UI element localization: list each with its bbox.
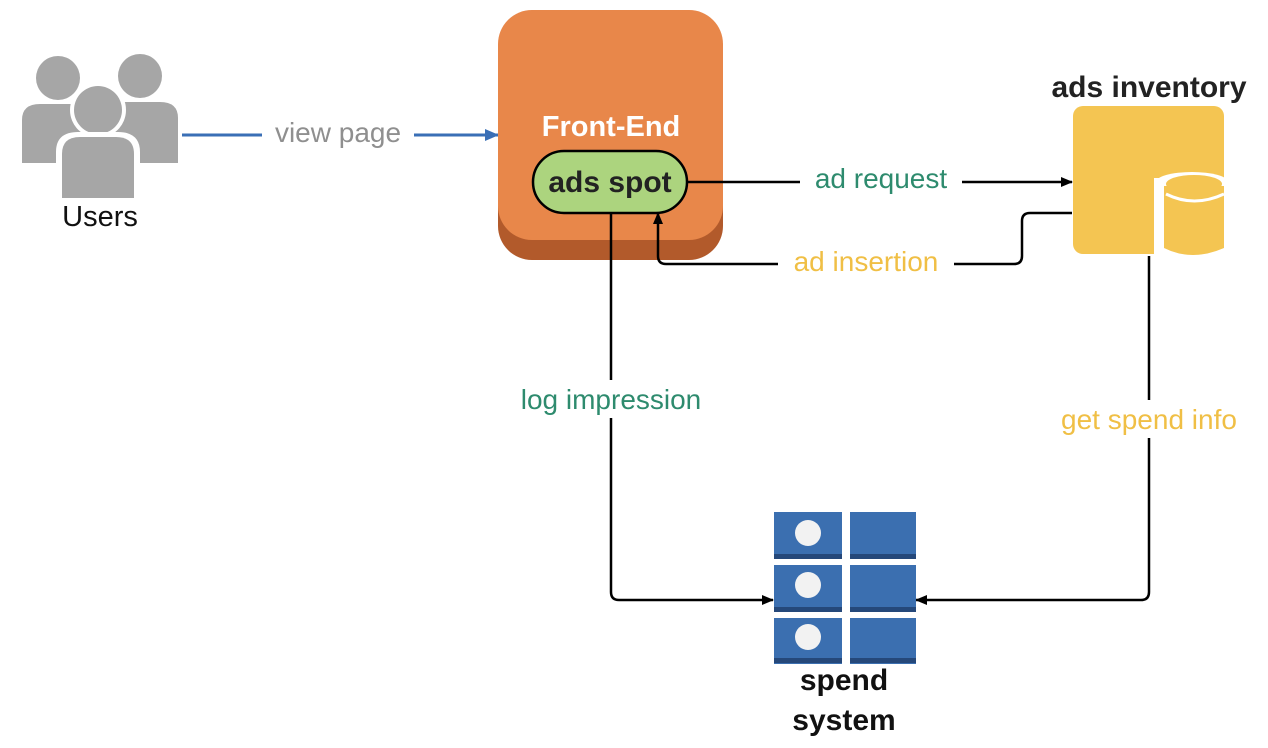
spend-system-label-line1: spend	[800, 664, 888, 697]
ad-insertion-connector	[653, 211, 1072, 266]
users-label: Users	[62, 201, 138, 233]
ad-insertion-label: ad insertion	[794, 246, 939, 277]
get-spend-info-label: get spend info	[1061, 404, 1237, 435]
log-impression-label-bg	[500, 380, 722, 418]
ad-request-label-bg	[800, 160, 962, 196]
ad-insertion-label-bg	[778, 243, 954, 279]
view-page-label-bg	[262, 114, 414, 150]
spend-system-label-line2: system	[792, 704, 895, 737]
log-impression-connector	[609, 213, 774, 605]
get-spend-info-label-bg	[1042, 400, 1256, 438]
ad-request-label: ad request	[815, 163, 948, 194]
view-page-label: view page	[275, 117, 401, 148]
users-icon	[22, 54, 178, 200]
ads-inventory-label: ads inventory	[1051, 71, 1246, 104]
front-end-label: Front-End	[542, 111, 681, 143]
get-spend-info-connector	[915, 256, 1151, 605]
server-grid-icon	[774, 512, 916, 664]
log-impression-label: log impression	[521, 384, 702, 415]
ads-spot-label: ads spot	[548, 166, 671, 199]
database-icon	[1073, 106, 1230, 262]
